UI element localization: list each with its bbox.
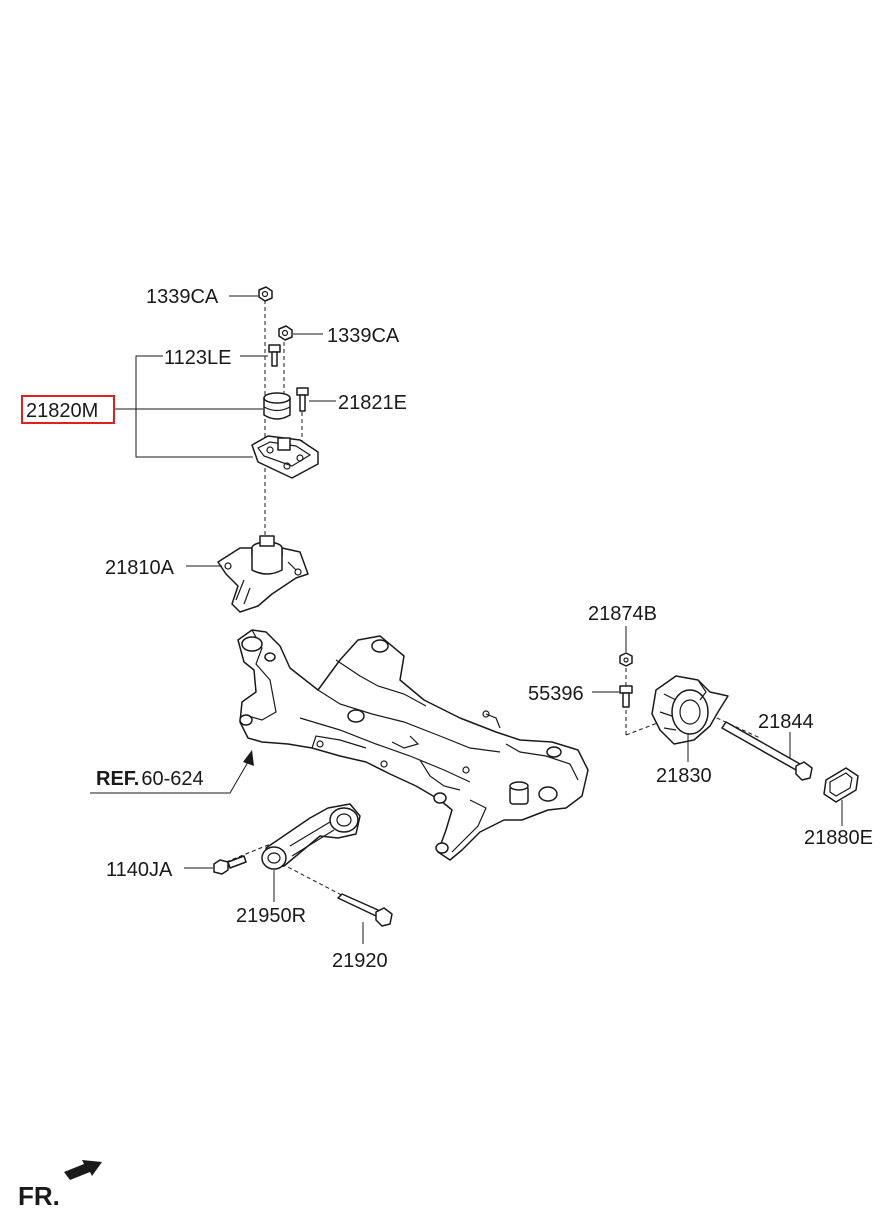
ref-label[interactable]: REF.60-624 (96, 768, 204, 790)
label-21821e[interactable]: 21821E (338, 392, 407, 414)
label-21880e[interactable]: 21880E (804, 827, 873, 849)
front-direction-label: FR. (18, 1181, 60, 1211)
nut-1339ca-right[interactable] (278, 325, 293, 341)
label-21874b[interactable]: 21874B (588, 603, 657, 625)
ref-arrowhead (243, 750, 254, 766)
ref-code: 60-624 (141, 768, 203, 790)
bolt-21821e[interactable] (296, 387, 309, 412)
nut-21874b[interactable] (619, 652, 633, 667)
engine-mount-21810a[interactable] (217, 535, 309, 613)
cover-21880e[interactable] (823, 767, 859, 803)
label-1140ja[interactable]: 1140JA (106, 859, 173, 881)
label-1339ca-right[interactable]: 1339CA (327, 325, 400, 347)
leader-bracket-group (135, 355, 253, 458)
label-21830[interactable]: 21830 (656, 765, 712, 787)
label-21950r[interactable]: 21950R (236, 905, 306, 927)
label-21844[interactable]: 21844 (758, 711, 814, 733)
roll-rod-21950r[interactable] (261, 803, 361, 870)
front-arrow-icon (64, 1160, 102, 1180)
label-55396[interactable]: 55396 (528, 683, 584, 705)
highlight-box (21, 395, 115, 424)
label-1339ca-top[interactable]: 1339CA (146, 286, 219, 308)
nut-1339ca-top[interactable] (258, 286, 273, 302)
bolt-1140ja[interactable] (213, 855, 247, 875)
bolt-1123le[interactable] (268, 344, 281, 367)
bolt-21920[interactable] (337, 893, 393, 927)
insulator-21820m[interactable] (263, 392, 291, 420)
label-21810a[interactable]: 21810A (105, 557, 175, 579)
ref-prefix: REF. (96, 768, 139, 790)
transmission-mount-21830[interactable] (651, 675, 729, 745)
tm-axis-line-2 (625, 721, 661, 736)
bolt-55396[interactable] (619, 685, 633, 708)
label-21820m[interactable]: 21820M (26, 400, 98, 422)
leader-ref (90, 761, 249, 794)
label-1123le[interactable]: 1123LE (164, 347, 231, 369)
bolt-21844[interactable] (721, 721, 813, 781)
front-subframe[interactable] (237, 629, 589, 861)
label-21920[interactable]: 21920 (332, 950, 388, 972)
mount-bracket-plate[interactable] (251, 435, 319, 479)
